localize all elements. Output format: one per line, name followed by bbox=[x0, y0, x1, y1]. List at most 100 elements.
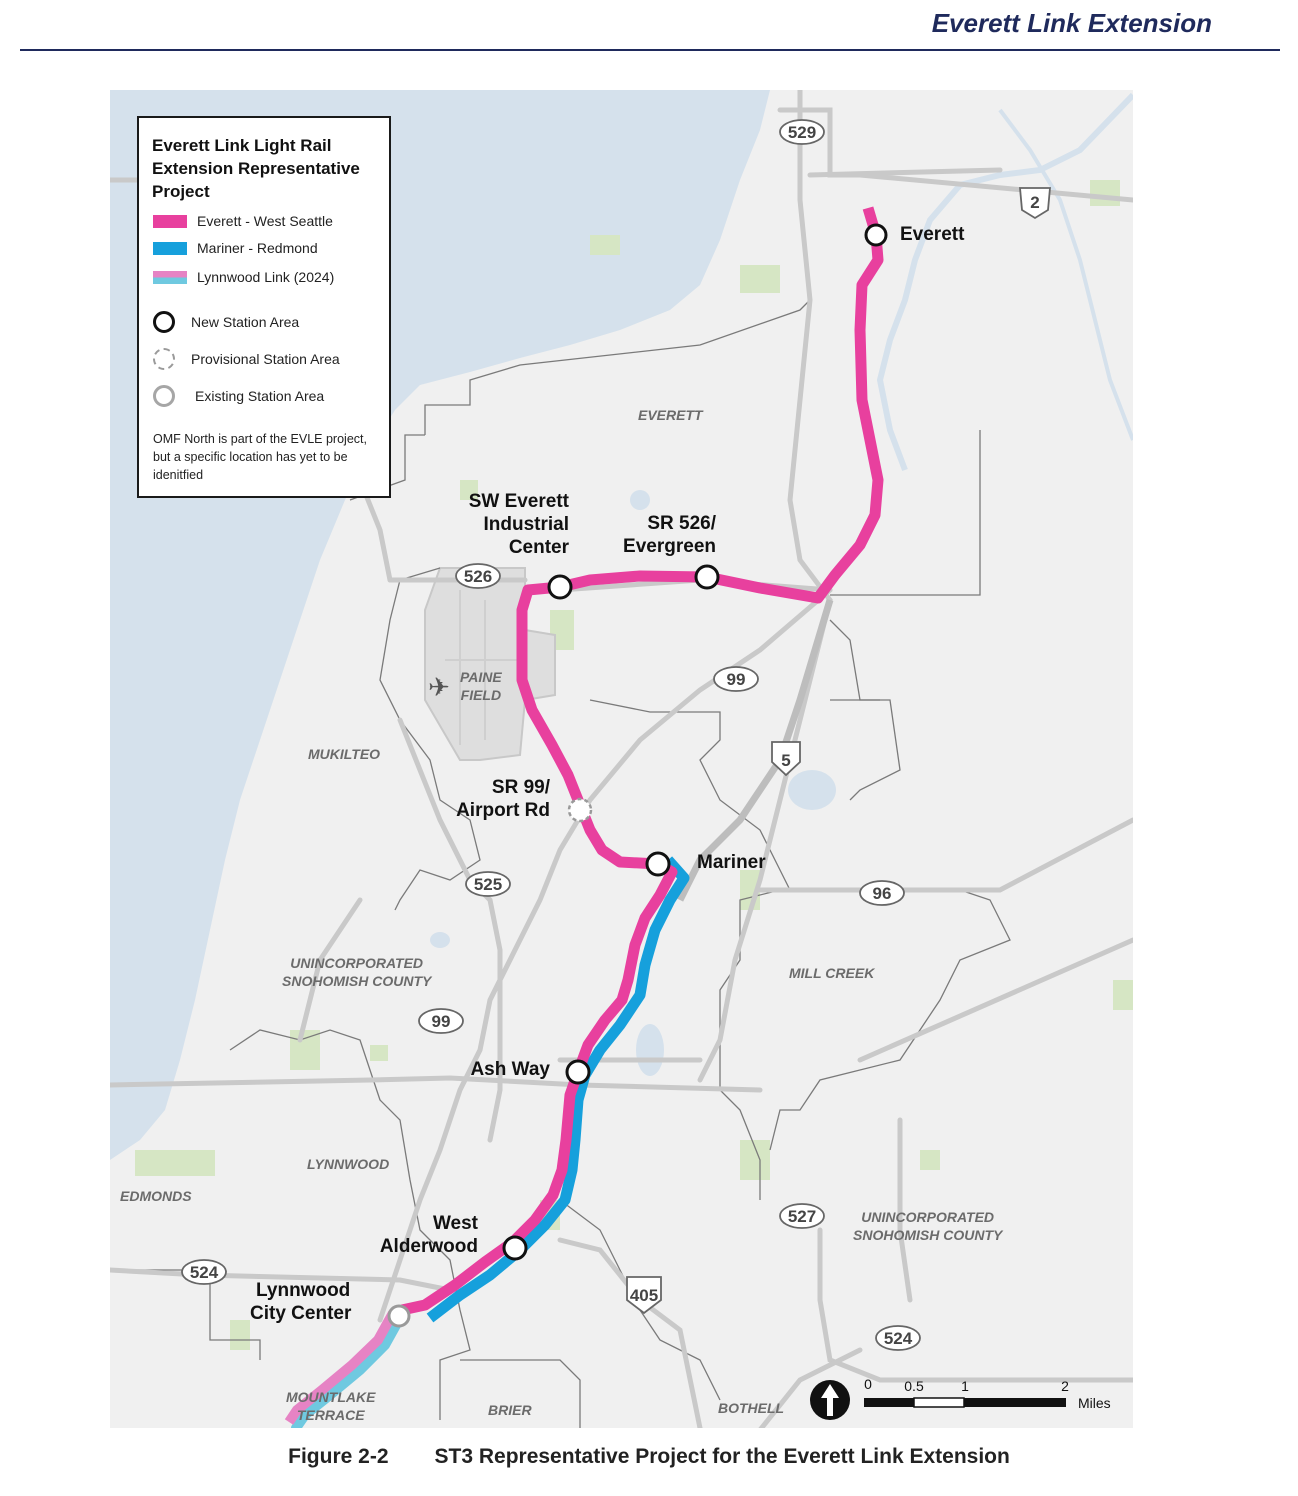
legend-label: Everett - West Seattle bbox=[197, 213, 333, 229]
station-label-sr526: SR 526/ Evergreen bbox=[596, 512, 716, 558]
station-label-sr526-line2: Evergreen bbox=[623, 536, 716, 557]
place-paine-field: PAINE FIELD bbox=[460, 668, 502, 704]
legend-item-existing-station: Existing Station Area bbox=[153, 385, 325, 407]
legend-item-provisional-station: Provisional Station Area bbox=[153, 348, 340, 370]
airport-runways bbox=[445, 590, 520, 745]
figure-caption-text: ST3 Representative Project for the Evere… bbox=[434, 1445, 1010, 1468]
map-legend: Everett Link Light Rail Extension Repres… bbox=[137, 116, 391, 498]
shield-525: 525 bbox=[465, 871, 511, 897]
legend-item-lynnwood-link: Lynnwood Link (2024) bbox=[153, 267, 334, 287]
station-label-mariner: Mariner bbox=[697, 852, 766, 873]
header-rule bbox=[20, 49, 1280, 51]
legend-label: Provisional Station Area bbox=[191, 351, 340, 367]
legend-swatch-pink bbox=[153, 214, 187, 228]
scale-bar: 0 0.5 1 2 Miles bbox=[808, 1376, 1133, 1428]
place-mountlake-terrace-line2: TERRACE bbox=[296, 1407, 365, 1423]
shield-i5-text: 5 bbox=[781, 751, 790, 770]
place-unincorporated-east-line2: SNOHOMISH COUNTY bbox=[853, 1227, 1003, 1243]
station-label-sw-everett-line2: Industrial bbox=[483, 514, 569, 535]
place-unincorporated-west-line1: UNINCORPORATED bbox=[290, 955, 424, 971]
station-label-west-alderwood-line2: Alderwood bbox=[379, 1236, 478, 1257]
station-label-sr99: SR 99/ Airport Rd bbox=[430, 776, 550, 822]
shield-524-west: 524 bbox=[181, 1259, 227, 1285]
place-brier: BRIER bbox=[488, 1402, 532, 1418]
shield-99-north: 99 bbox=[713, 666, 759, 692]
station-west-alderwood-marker bbox=[502, 1235, 528, 1261]
scale-tick-1: 1 bbox=[961, 1378, 969, 1394]
document-header-title: Everett Link Extension bbox=[931, 8, 1212, 38]
line-lynnwood-link-pink bbox=[284, 1310, 398, 1425]
legend-label: New Station Area bbox=[191, 314, 300, 330]
shield-529-text: 529 bbox=[788, 123, 816, 142]
legend-title: Everett Link Light Rail Extension Repres… bbox=[152, 136, 360, 201]
station-mariner-marker bbox=[645, 851, 671, 877]
station-label-sr99-line1: SR 99/ bbox=[491, 777, 550, 798]
figure-caption: Figure 2-2 ST3 Representative Project for… bbox=[0, 1445, 1298, 1469]
lake-small-2 bbox=[630, 490, 650, 510]
station-lynnwood-existing-marker bbox=[387, 1304, 411, 1328]
shield-527: 527 bbox=[779, 1203, 825, 1229]
station-label-lynnwood-line1: Lynnwood bbox=[256, 1280, 351, 1301]
station-sr99-provisional-marker bbox=[567, 797, 593, 823]
place-mountlake-terrace-line1: MOUNTLAKE bbox=[286, 1389, 376, 1405]
station-label-west-alderwood: West Alderwood bbox=[350, 1212, 478, 1258]
shield-526-text: 526 bbox=[464, 567, 492, 586]
station-label-lynnwood-line2: City Center bbox=[250, 1303, 352, 1324]
legend-swatch-blue bbox=[153, 241, 187, 255]
legend-label: Mariner - Redmond bbox=[197, 240, 318, 256]
legend-item-mariner-redmond: Mariner - Redmond bbox=[153, 238, 318, 258]
city-boundaries bbox=[130, 299, 1011, 1428]
station-everett-marker bbox=[864, 223, 888, 247]
shield-96: 96 bbox=[859, 880, 905, 906]
legend-item-everett-west-seattle: Everett - West Seattle bbox=[153, 211, 333, 231]
place-paine-field-line2: FIELD bbox=[460, 687, 502, 703]
scale-bar-graphic: 0 0.5 1 2 Miles bbox=[810, 1376, 1111, 1420]
place-everett: EVERETT bbox=[638, 407, 703, 423]
shield-us2: 2 bbox=[1019, 187, 1051, 220]
shield-us2-text: 2 bbox=[1030, 193, 1039, 212]
station-label-sr526-line1: SR 526/ bbox=[647, 513, 716, 534]
place-unincorporated-east: UNINCORPORATED SNOHOMISH COUNTY bbox=[853, 1208, 1002, 1244]
shield-524-east-text: 524 bbox=[884, 1329, 913, 1348]
scale-tick-0: 0 bbox=[864, 1376, 872, 1392]
station-markers bbox=[387, 223, 888, 1328]
shield-99-south-text: 99 bbox=[432, 1012, 451, 1031]
scale-tick-05: 0.5 bbox=[904, 1378, 924, 1394]
shield-525-text: 525 bbox=[474, 875, 502, 894]
north-arrow-glyph bbox=[821, 1384, 839, 1416]
station-ash-way-marker bbox=[565, 1059, 591, 1085]
place-edmonds: EDMONDS bbox=[120, 1188, 192, 1204]
lake-silver bbox=[788, 770, 836, 810]
snohomish-river bbox=[876, 92, 1133, 472]
legend-label: Lynnwood Link (2024) bbox=[197, 269, 335, 285]
river-channel bbox=[998, 108, 1133, 441]
station-sr526-marker bbox=[694, 564, 720, 590]
place-bothell: BOTHELL bbox=[718, 1400, 785, 1416]
shield-529: 529 bbox=[779, 119, 825, 145]
legend-note: OMF North is part of the EVLE project, b… bbox=[153, 432, 367, 482]
station-sw-everett-marker bbox=[547, 574, 573, 600]
shield-99-north-text: 99 bbox=[727, 670, 746, 689]
legend-label: Existing Station Area bbox=[195, 388, 325, 404]
station-label-lynnwood: Lynnwood City Center bbox=[250, 1279, 378, 1325]
shield-527-text: 527 bbox=[788, 1207, 816, 1226]
route-shields: 529 2 526 99 5 525 96 99 bbox=[181, 119, 1051, 1351]
shield-i405: 405 bbox=[626, 1276, 662, 1315]
shield-96-text: 96 bbox=[873, 884, 892, 903]
interstate-5 bbox=[676, 598, 834, 902]
scale-tick-2: 2 bbox=[1061, 1378, 1069, 1394]
shield-524-west-text: 524 bbox=[190, 1263, 219, 1282]
place-unincorporated-west-line2: SNOHOMISH COUNTY bbox=[282, 973, 432, 989]
legend-swatch-split bbox=[153, 270, 187, 284]
place-mountlake-terrace: MOUNTLAKE TERRACE bbox=[286, 1388, 375, 1424]
new-station-icon bbox=[153, 311, 175, 333]
place-unincorporated-east-line1: UNINCORPORATED bbox=[861, 1209, 995, 1225]
place-lynnwood: LYNNWOOD bbox=[307, 1156, 390, 1172]
figure-number: Figure 2-2 bbox=[288, 1445, 389, 1468]
place-unincorporated-west: UNINCORPORATED SNOHOMISH COUNTY bbox=[282, 954, 431, 990]
lake-small-1 bbox=[430, 932, 450, 948]
shield-i5: 5 bbox=[771, 741, 801, 777]
provisional-station-icon bbox=[153, 348, 175, 370]
legend-item-new-station: New Station Area bbox=[153, 311, 300, 333]
shield-526: 526 bbox=[455, 563, 501, 589]
